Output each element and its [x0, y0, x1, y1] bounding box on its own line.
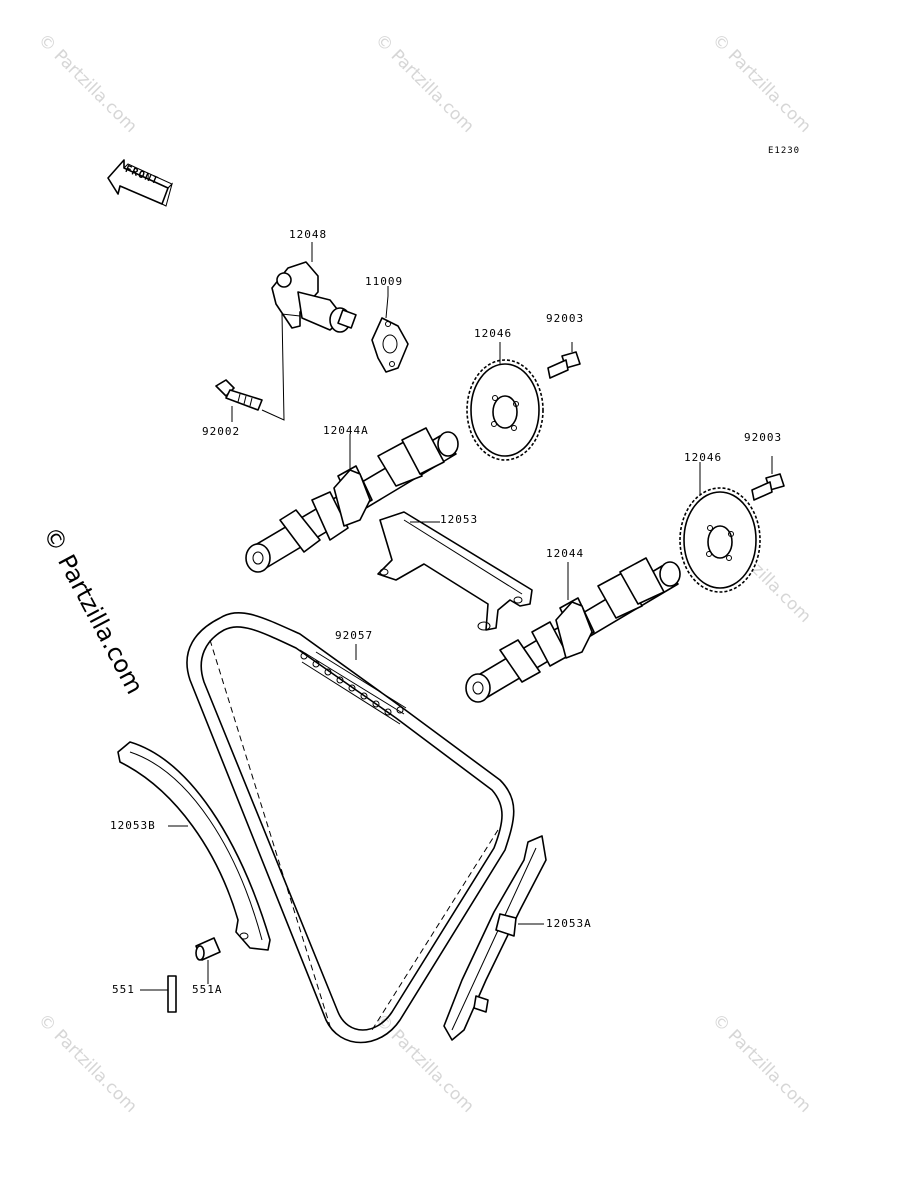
part-label-12044A[interactable]: 12044A — [323, 424, 369, 437]
part-label-11009[interactable]: 11009 — [365, 275, 404, 288]
leader-lines — [140, 242, 701, 991]
dowel-pin — [195, 937, 221, 961]
pin — [167, 975, 177, 1013]
part-label-12053[interactable]: 12053 — [440, 513, 479, 526]
chain-guide-bracket — [377, 511, 533, 631]
part-label-551[interactable]: 551 — [112, 983, 135, 996]
sprocket-bolt — [751, 473, 785, 501]
front-arrow-icon — [107, 159, 173, 207]
sprocket-bolt — [547, 351, 581, 379]
cam-chain — [186, 611, 515, 1044]
camshaft-a — [245, 427, 459, 573]
part-label-12053A[interactable]: 12053A — [546, 917, 592, 930]
chain-guide-a — [443, 835, 547, 1041]
part-label-92002[interactable]: 92002 — [202, 425, 241, 438]
bolt — [215, 379, 263, 411]
part-label-92003-top[interactable]: 92003 — [546, 312, 585, 325]
camshaft — [465, 557, 681, 703]
part-label-12053B[interactable]: 12053B — [110, 819, 156, 832]
cam-chain-tensioner — [271, 261, 357, 333]
chain-guide-b — [117, 741, 271, 951]
part-label-92003-right[interactable]: 92003 — [744, 431, 783, 444]
part-label-12048[interactable]: 12048 — [289, 228, 328, 241]
diagram-code: E1230 — [768, 146, 801, 156]
part-label-12044[interactable]: 12044 — [546, 547, 585, 560]
cam-sprocket — [679, 487, 761, 593]
gasket — [371, 317, 409, 373]
part-label-12046-right[interactable]: 12046 — [684, 451, 723, 464]
part-label-551A[interactable]: 551A — [192, 983, 223, 996]
part-label-12046-top[interactable]: 12046 — [474, 327, 513, 340]
part-label-92057[interactable]: 92057 — [335, 629, 374, 642]
cam-sprocket — [466, 359, 544, 461]
